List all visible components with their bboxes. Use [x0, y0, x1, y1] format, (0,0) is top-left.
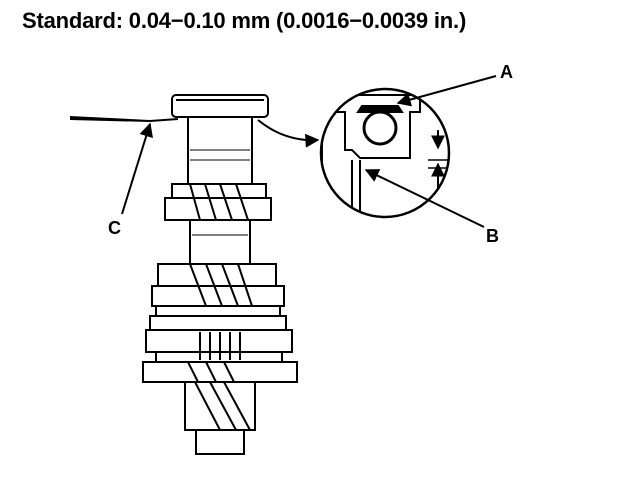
callout-c-leader: [121, 122, 153, 215]
detail-pointer-arrow: [257, 119, 320, 148]
callout-a-leader: [396, 75, 497, 107]
callout-c-label: C: [108, 218, 121, 238]
feeler-gauge: [70, 116, 178, 122]
detail-view-circle: [319, 87, 451, 219]
shaft-assembly: [142, 94, 298, 455]
callout-a-label: A: [500, 62, 513, 82]
standard-spec-title: Standard: 0.04−0.10 mm (0.0016−0.0039 in…: [22, 8, 467, 33]
callout-b-label: B: [486, 226, 499, 246]
callout-b-leader: [364, 169, 485, 228]
